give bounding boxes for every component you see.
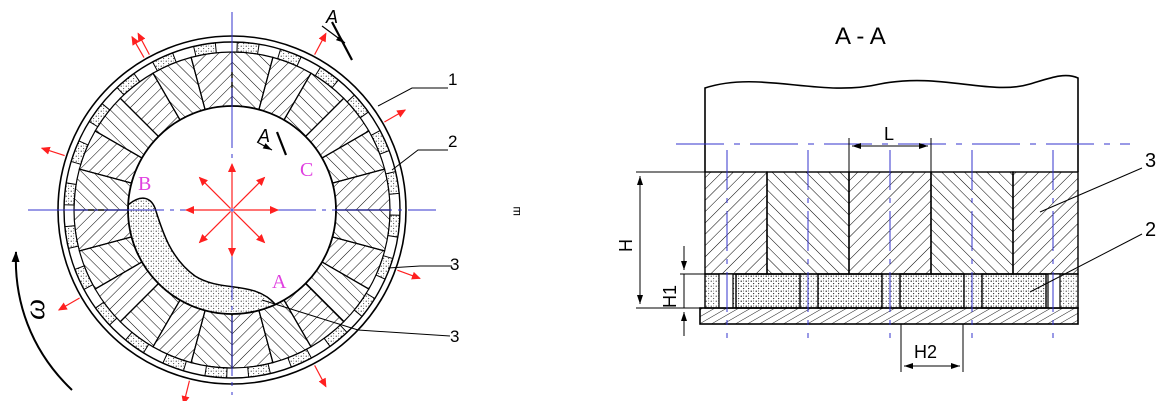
right-view-section: A - A L H <box>616 23 1156 372</box>
callout-1: 1 <box>377 70 457 107</box>
svg-text:2: 2 <box>1145 219 1156 241</box>
svg-text:H1: H1 <box>660 285 680 308</box>
stray-mark: ш <box>509 206 523 216</box>
inner-radial-arrow <box>232 176 266 210</box>
layer-cell <box>981 273 1047 309</box>
outer-radial-arrow <box>57 297 80 311</box>
section-body-outline <box>704 74 1079 172</box>
callout-3-upper: 3 <box>387 255 459 274</box>
layer-cell <box>735 273 801 309</box>
svg-text:3: 3 <box>450 255 459 274</box>
left-view-drum: A A 1 2 3 3 B C A ω ш <box>11 7 523 401</box>
svg-text:H2: H2 <box>914 342 937 362</box>
layer-gap <box>718 273 734 309</box>
outer-radial-arrow <box>397 269 421 280</box>
outer-radial-arrow <box>131 35 145 58</box>
base-strip <box>699 307 1079 325</box>
callout-2: 2 <box>391 132 457 171</box>
dim-height: H <box>616 171 705 309</box>
svg-text:2: 2 <box>448 132 457 151</box>
svg-text:3: 3 <box>450 327 459 346</box>
dim-pitch: L <box>848 124 932 172</box>
svg-text:L: L <box>884 124 894 144</box>
rotation-symbol: ω <box>18 299 51 320</box>
zone-label-c: C <box>300 159 313 181</box>
lower-layer-cells <box>718 273 1061 309</box>
segment-block-5 <box>1012 171 1079 275</box>
section-cut-outer: A <box>321 7 353 61</box>
outer-radial-arrow <box>40 146 65 157</box>
outer-radial-arrow <box>314 32 327 55</box>
zone-label-a: A <box>272 271 287 293</box>
svg-text:3: 3 <box>1145 150 1156 172</box>
vertical-centerlines <box>726 150 1054 338</box>
layer-cell <box>899 273 965 309</box>
rotation-arrow <box>11 251 73 391</box>
layer-cell <box>817 273 883 309</box>
section-cut-inner: A <box>256 126 288 156</box>
outer-radial-arrow <box>384 109 407 123</box>
svg-text:1: 1 <box>448 70 457 89</box>
segment-block-1 <box>704 171 768 275</box>
outer-radial-arrow <box>137 32 150 55</box>
zone-label-b: B <box>138 173 151 195</box>
outer-radial-arrow <box>181 380 191 401</box>
dim-height-lower: H1 <box>660 246 705 336</box>
section-marker-outer: A <box>325 7 338 27</box>
inner-radial-arrow <box>198 176 232 210</box>
inner-radial-arrow <box>198 210 232 244</box>
section-title: A - A <box>835 23 886 50</box>
dim-width-segment: H2 <box>900 324 964 372</box>
radial-red-arrows <box>40 32 421 401</box>
callout-2-right: 2 <box>1029 219 1156 293</box>
inner-radial-arrow <box>232 210 266 244</box>
section-marker-inner: A <box>257 126 270 146</box>
svg-text:H: H <box>616 239 636 252</box>
callout-3-right: 3 <box>1039 150 1156 213</box>
callout-3-lower: 3 <box>261 299 459 346</box>
outer-radial-arrow <box>314 365 327 388</box>
